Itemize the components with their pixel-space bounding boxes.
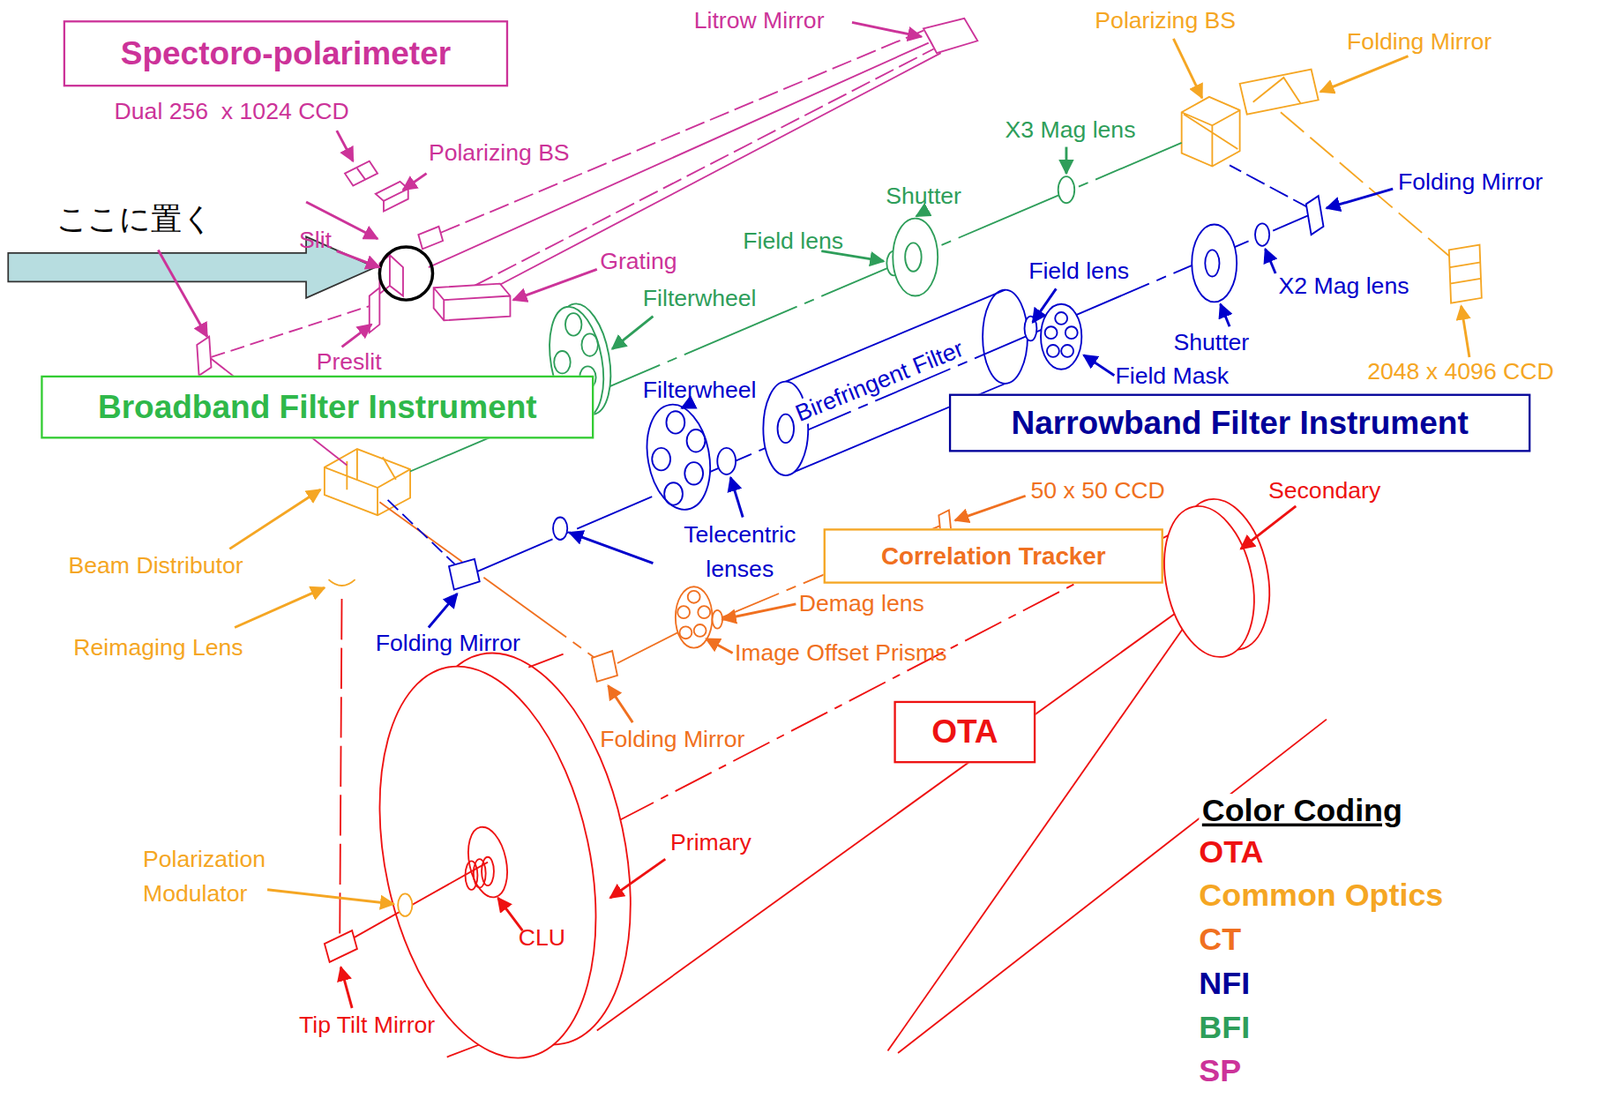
part-label: Field lens — [1028, 258, 1129, 285]
part-label: X3 Mag lens — [1005, 117, 1137, 143]
part-label: Folding Mirror — [375, 630, 521, 657]
part-label: Polarizing BS — [1094, 7, 1236, 34]
part-label: Filterwheel — [642, 377, 757, 404]
part-label: Folding Mirror — [1398, 169, 1543, 195]
legend-text: SP — [1198, 1053, 1242, 1089]
part-label: Slit — [299, 227, 332, 254]
part-label: ここに置く — [56, 201, 214, 236]
box-title: OTA — [931, 713, 998, 752]
part-label: Polarization Modulator — [142, 843, 307, 912]
part-label: Litrow Mirror — [694, 7, 825, 34]
instrument-box: OTA — [893, 701, 1036, 764]
part-label: Preslit — [316, 349, 382, 375]
legend-swatch: NFI — [1198, 966, 1250, 1002]
legend-swatch: Common Optics — [1198, 878, 1443, 913]
legend-swatch: CT — [1198, 922, 1242, 958]
instrument-box: Narrowband Filter Instrument — [949, 394, 1531, 453]
instrument-box: Correlation Tracker — [823, 528, 1164, 584]
part-label: Birefringent Filter — [789, 335, 971, 429]
part-label: Image Offset Prisms — [734, 639, 948, 666]
part-label: Dual 256 x 1024 CCD — [114, 98, 350, 125]
part-label: Telecentric lenses — [663, 518, 817, 587]
box-title: Narrowband Filter Instrument — [1010, 403, 1468, 442]
legend-text: OTA — [1198, 833, 1264, 869]
instrument-box: Broadband Filter Instrument — [40, 375, 594, 440]
part-label: Folding Mirror — [599, 726, 745, 753]
legend-swatch: OTA — [1198, 834, 1264, 869]
box-title: Correlation Tracker — [881, 542, 1107, 571]
part-label: 50 x 50 CCD — [1030, 477, 1165, 503]
part-label: CLU — [518, 925, 566, 951]
part-label: Demag lens — [799, 590, 925, 617]
part-label: Color Coding — [1198, 793, 1406, 829]
box-title: Spectoro-polarimeter — [120, 34, 451, 73]
part-label: 2048 x 4096 CCD — [1367, 358, 1555, 385]
instrument-box: Spectoro-polarimeter — [63, 20, 509, 87]
part-label: Shutter — [1173, 329, 1249, 356]
part-label: Field lens — [742, 228, 844, 255]
part-label: Field Mask — [1114, 363, 1229, 389]
legend-text: Common Optics — [1198, 877, 1443, 913]
legend-text: NFI — [1198, 964, 1250, 1001]
legend-text: BFI — [1198, 1009, 1250, 1045]
legend-text: CT — [1198, 921, 1242, 958]
part-label: Beam Distributor — [68, 553, 244, 579]
part-label: Reimaging Lens — [73, 635, 243, 661]
part-label: Folding Mirror — [1346, 28, 1492, 54]
part-label: Filterwheel — [642, 285, 757, 312]
part-label: Shutter — [885, 183, 962, 210]
part-label: Polarizing BS — [428, 139, 570, 165]
part-label: X2 Mag lens — [1278, 273, 1410, 300]
legend-swatch: BFI — [1198, 1009, 1250, 1045]
part-label: Secondary — [1268, 477, 1381, 503]
legend-swatch: SP — [1198, 1054, 1242, 1089]
part-label: Primary — [670, 829, 752, 856]
part-label: Tip Tilt Mirror — [299, 1012, 435, 1039]
box-title: Broadband Filter Instrument — [97, 388, 538, 427]
part-label: Grating — [599, 248, 677, 275]
